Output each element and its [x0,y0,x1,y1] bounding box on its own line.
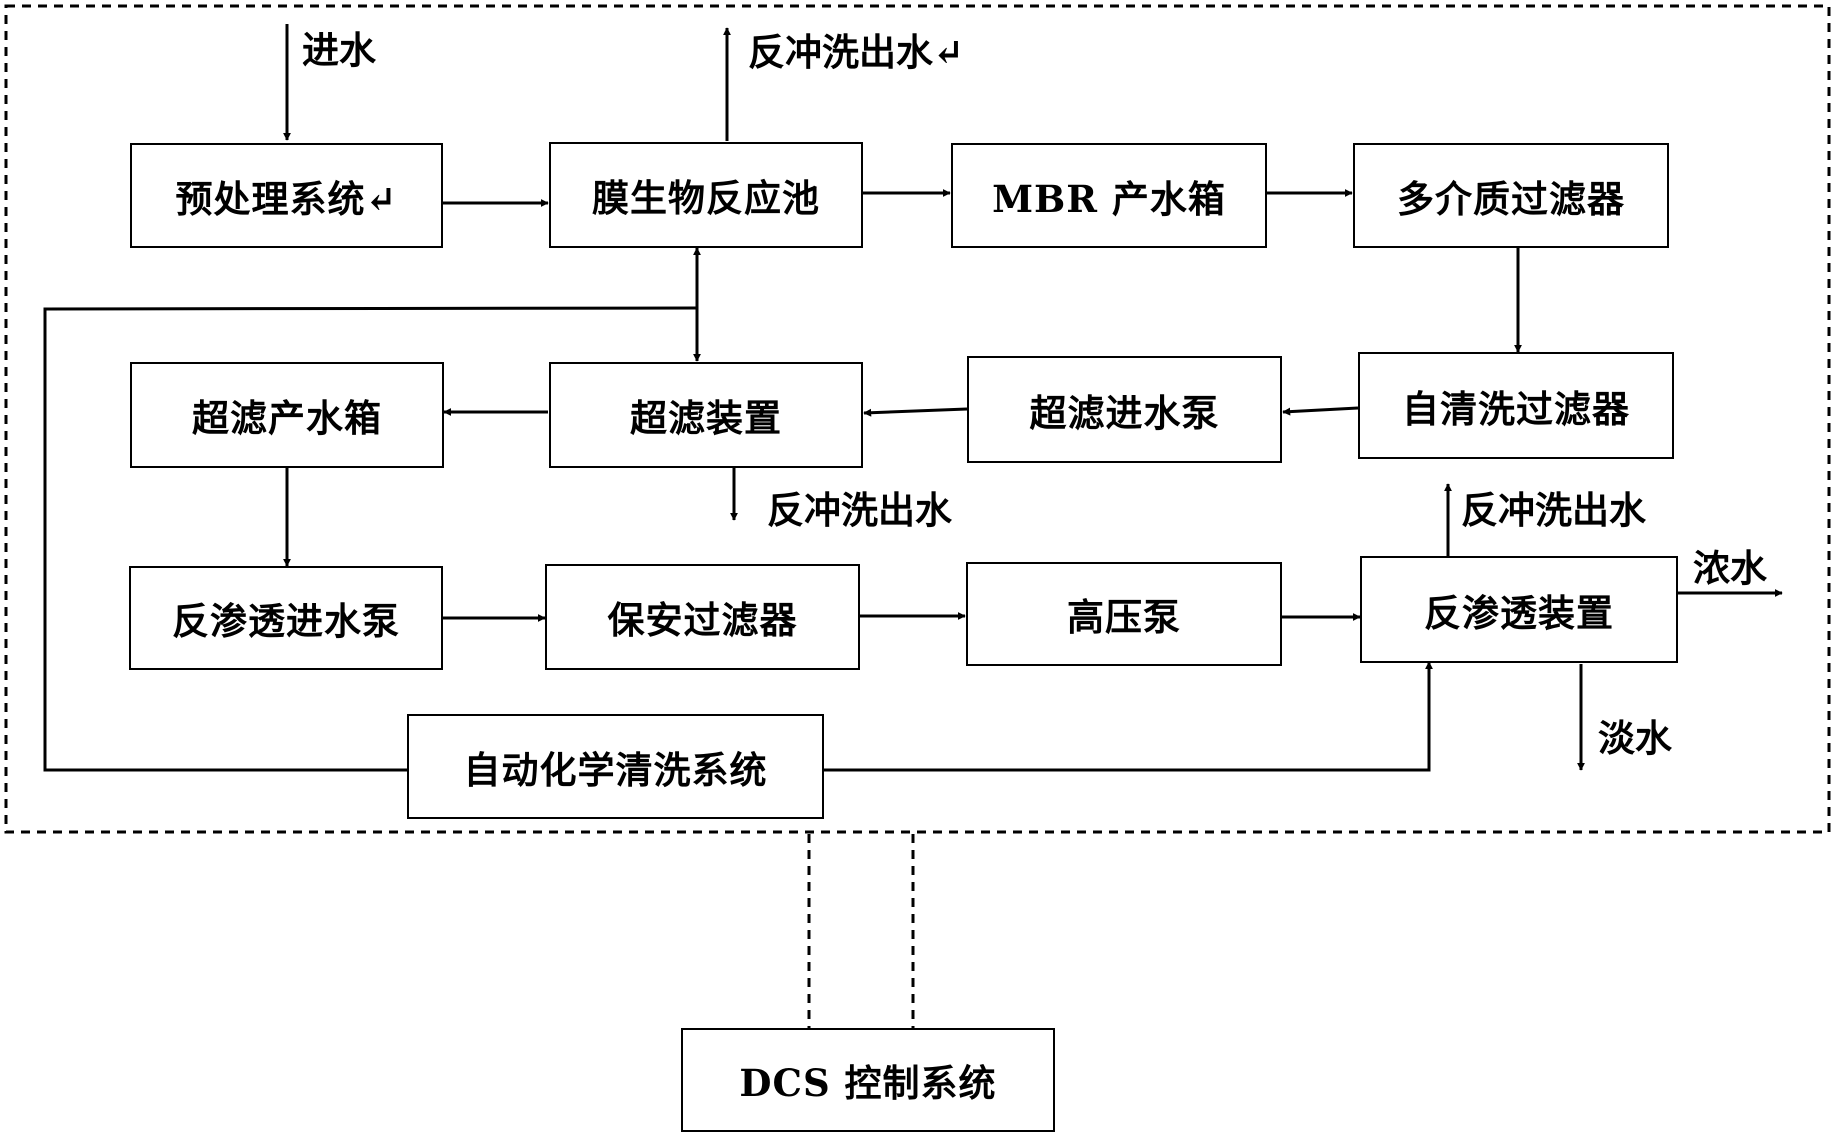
mbr-tank-box: 膜生物反应池 [549,142,863,248]
self-cleaning-filter-box: 自清洗过滤器 [1358,352,1674,459]
ro-unit-box: 反渗透装置 [1360,556,1678,663]
pretreatment-system-box: 预处理系统↵ [130,143,443,248]
fresh-water-label: 淡水 [1598,716,1672,760]
auto-chemical-cleaning-box: 自动化学清洗系统 [407,714,824,819]
uf-feed-pump-box: 超滤进水泵 [967,356,1282,463]
concentrate-label: 浓水 [1693,546,1767,590]
inlet-water-label: 进水 [302,28,376,72]
line-cleaning-loop-left [43,306,698,772]
security-filter-box: 保安过滤器 [545,564,860,670]
arrow-ufpump-to-uf [863,407,968,417]
dcs-control-system-box: DCS 控制系统 [681,1028,1055,1132]
backwash-out-ro-label: 反冲洗出水 [1461,488,1646,532]
high-pressure-pump-box: 高压泵 [966,562,1282,666]
ro-feed-pump-box: 反渗透进水泵 [129,566,443,670]
arrow-cleaning-to-ro [822,661,1433,772]
system-boundary [4,4,1831,834]
uf-unit-box: 超滤装置 [549,362,863,468]
multimedia-filter-box: 多介质过滤器 [1353,143,1669,248]
mbr-product-tank-box: MBR 产水箱 [951,143,1267,248]
backwash-out-top-label: 反冲洗出水↵ [748,30,965,74]
arrow-selfclean-to-ufpump [1282,406,1359,416]
backwash-out-uf-label: 反冲洗出水 [767,488,952,532]
uf-product-tank-box: 超滤产水箱 [130,362,444,468]
